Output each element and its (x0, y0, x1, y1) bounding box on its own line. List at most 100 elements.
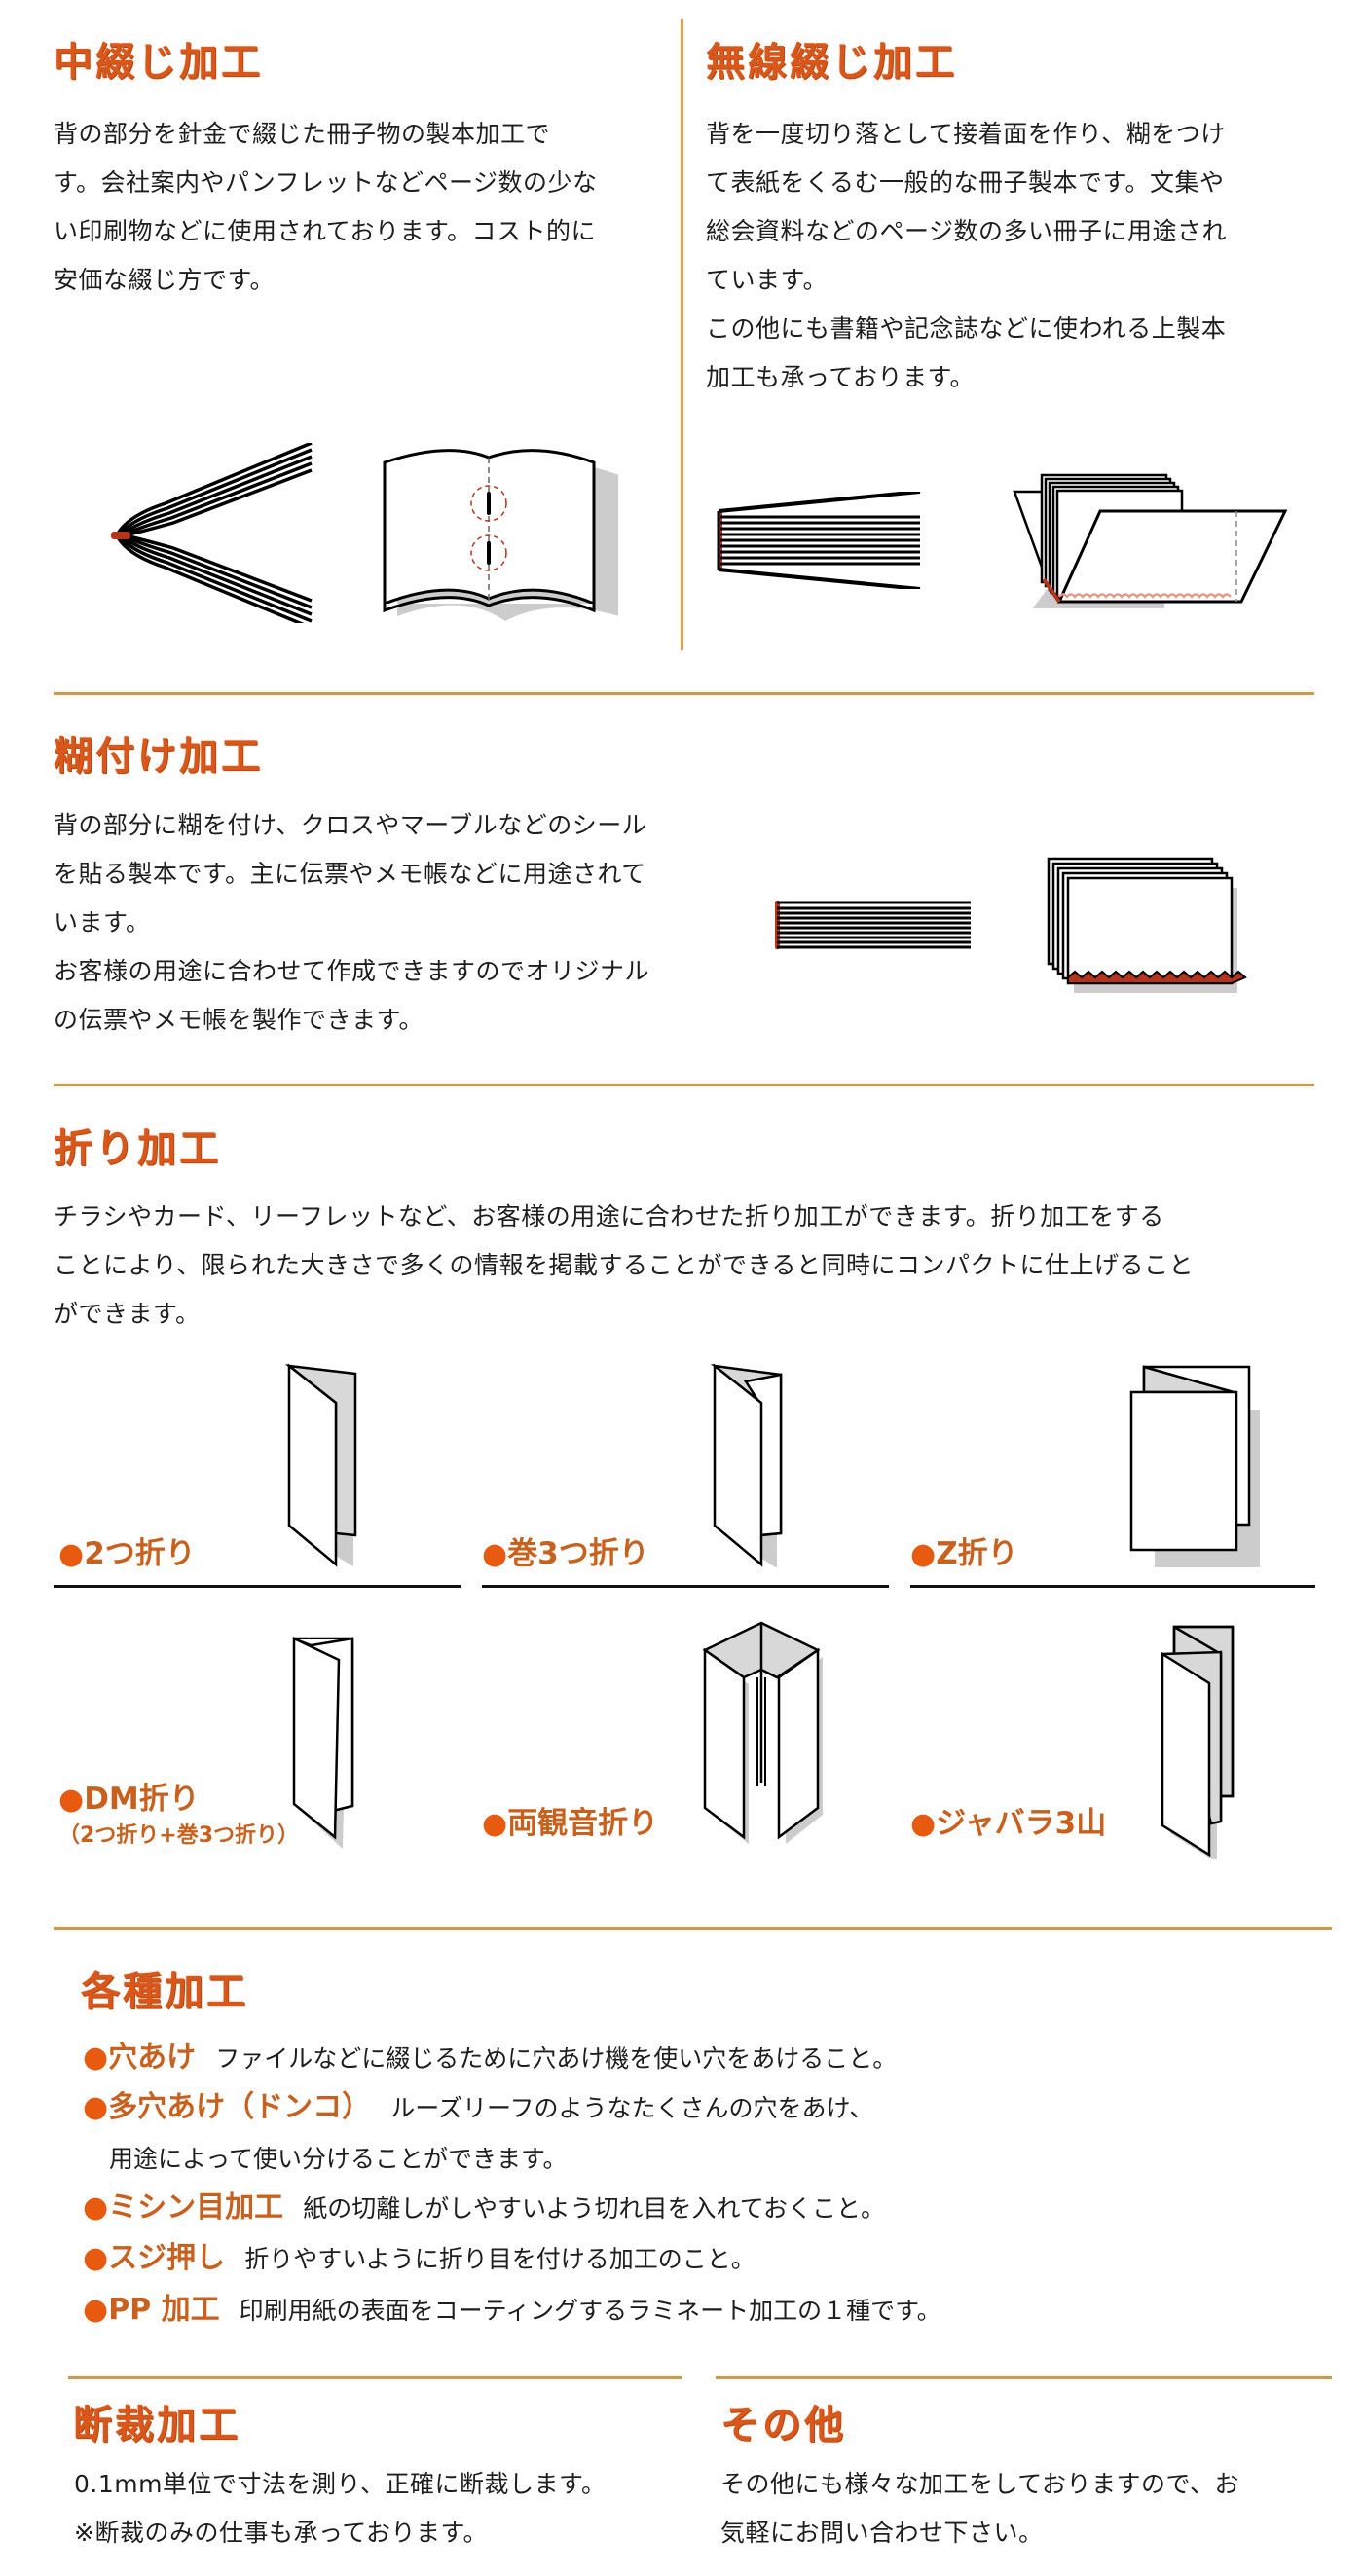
nakatoji-description: 背の部分を針金で綴じた冊子物の製本加工で す。会社案内やパンフレットなどページ数… (54, 110, 667, 305)
term-text: スジ押し (108, 2241, 226, 2275)
bullet-icon: ● (83, 2293, 109, 2327)
fold-type-label: ●巻3つ折り (482, 1536, 649, 1572)
text-line: 総会資料などのページ数の多い冊子に用途され (706, 217, 1228, 245)
bullet-icon: ● (58, 1783, 85, 1817)
process-desc: 折りやすいように折り目を付ける加工のこと。 (244, 2245, 756, 2273)
bullet-icon: ● (83, 2190, 109, 2225)
fold-row-rule (910, 1585, 1315, 1588)
dansai-description: 0.1mm単位で寸法を測り、正確に断裁します。 ※断裁のみの仕事も承っております… (74, 2460, 678, 2558)
process-term: ●穴あけ (83, 2041, 196, 2075)
fold-type-label: ●両観音折り (482, 1806, 658, 1842)
perfect-binding-side-icon (717, 492, 921, 589)
text-line: ができます。 (54, 1300, 201, 1328)
bullet-icon: ● (83, 2241, 109, 2275)
fold-type-name: 両観音折り (507, 1806, 659, 1841)
fold-row-rule (482, 1585, 889, 1588)
section-divider (54, 1927, 1332, 1930)
text-line: 気軽にお問い合わせ下さい。 (720, 2519, 1044, 2547)
text-line: ※断裁のみの仕事も承っております。 (74, 2519, 488, 2547)
heading-nakatoji: 中綴じ加工 (54, 40, 263, 85)
bullet-icon: ● (58, 1537, 85, 1571)
musen-description: 背を一度切り落として接着面を作り、糊をつけ て表紙をくるむ一般的な冊子製本です。… (706, 110, 1339, 402)
gate-fold-icon (702, 1621, 823, 1844)
term-text: PP 加工 (108, 2293, 220, 2327)
heading-sonota: その他 (720, 2403, 846, 2447)
text-line: 背の部分に糊を付け、クロスやマーブルなどのシール (54, 811, 647, 839)
text-line: ことにより、限られた大きさで多くの情報を掲載することができると同時にコンパクトに… (54, 1251, 1195, 1279)
padding-side-icon (775, 901, 971, 949)
fold-type-label: ●Z折り (910, 1536, 1018, 1572)
bullet-icon: ● (83, 2090, 109, 2124)
ori-description: チラシやカード、リーフレットなど、お客様の用途に合わせた折り加工ができます。折り… (54, 1193, 1319, 1339)
memo-pad-stack-icon (1047, 857, 1247, 993)
bullet-icon: ● (83, 2041, 109, 2075)
heading-musen: 無線綴じ加工 (706, 40, 957, 85)
process-item: ●穴あけファイルなどに綴じるために穴あけ機を使い穴をあけること。 (83, 2041, 897, 2077)
sonota-description: その他にも様々な加工をしておりますので、お 気軽にお問い合わせ下さい。 (720, 2460, 1324, 2558)
bullet-icon: ● (482, 1537, 508, 1571)
perfect-binding-book-icon (1013, 473, 1288, 608)
heading-dansai: 断裁加工 (73, 2403, 240, 2447)
text-line: います。 (54, 908, 151, 937)
accordion-fold-icon (1161, 1625, 1235, 1859)
text-line: 安価な綴じ方です。 (54, 266, 276, 294)
text-line: 背の部分を針金で綴じた冊子物の製本加工で (54, 120, 551, 148)
text-line: の伝票やメモ帳を製作できます。 (54, 1006, 424, 1034)
fold-type-name: 巻3つ折り (507, 1536, 649, 1571)
heading-ori: 折り加工 (54, 1126, 221, 1171)
open-book-staples-icon (383, 449, 618, 621)
text-line: ています。 (706, 266, 829, 294)
text-line: 背を一度切り落として接着面を作り、糊をつけ (706, 120, 1226, 148)
z-fold-icon (1129, 1365, 1260, 1567)
bullet-icon: ● (482, 1807, 508, 1841)
vertical-divider (681, 19, 683, 650)
fold-type-label: ●DM折り (58, 1782, 200, 1818)
section-divider (68, 2376, 682, 2379)
norizuke-description: 背の部分に糊を付け、クロスやマーブルなどのシール を貼る製本です。主に伝票やメモ… (54, 801, 755, 1045)
text-line: お客様の用途に合わせて作成できますのでオリジナル (54, 957, 650, 985)
fold-type-name: 2つ折り (84, 1536, 196, 1571)
process-item: ●ミシン目加工紙の切離しがしやすいよう切れ目を入れておくこと。 (83, 2190, 885, 2226)
fold-type-name: Z折り (936, 1536, 1018, 1571)
text-line: い印刷物などに使用されております。コスト的に (54, 217, 597, 245)
text-line: チラシやカード、リーフレットなど、お客様の用途に合わせた折り加工ができます。折り… (54, 1202, 1164, 1231)
roll-fold-icon (710, 1363, 783, 1567)
fold-type-name: DM折り (84, 1782, 200, 1817)
fold-type-label: ●2つ折り (58, 1536, 196, 1572)
bullet-icon: ● (910, 1807, 937, 1841)
saddle-stitch-side-icon (111, 443, 313, 623)
bifold-icon (284, 1363, 357, 1567)
process-desc-continued: 用途によって使い分けることができます。 (109, 2145, 568, 2173)
text-line: 加工も承っております。 (706, 363, 976, 391)
text-line: この他にも書籍や記念誌などに使われる上製本 (706, 314, 1227, 343)
text-line: す。会社案内やパンフレットなどページ数の少な (54, 168, 598, 197)
process-desc: ファイルなどに綴じるために穴あけ機を使い穴をあけること。 (215, 2044, 898, 2073)
bullet-icon: ● (910, 1537, 937, 1571)
process-term: ●ミシン目加工 (83, 2190, 283, 2225)
text-line: を貼る製本です。主に伝票やメモ帳などに用途されて (54, 860, 646, 888)
heading-kakushu: 各種加工 (81, 1969, 248, 2014)
process-term: ●スジ押し (83, 2241, 225, 2275)
process-desc: 紙の切離しがしやすいよう切れ目を入れておくこと。 (303, 2194, 885, 2223)
text-line: て表紙をくるむ一般的な冊子製本です。文集や (706, 168, 1225, 197)
process-desc: ルーズリーフのようなたくさんの穴をあけ、 (390, 2094, 874, 2122)
dm-fold-icon (292, 1637, 354, 1849)
term-text: ミシン目加工 (108, 2190, 284, 2225)
fold-type-name: ジャバラ3山 (936, 1806, 1107, 1841)
section-divider (54, 1084, 1314, 1086)
process-item: ●PP 加工印刷用紙の表面をコーティングするラミネート加工の１種です。 (83, 2293, 941, 2329)
section-divider (716, 2376, 1332, 2379)
process-item: ●スジ押し折りやすいように折り目を付ける加工のこと。 (83, 2241, 756, 2277)
text-line: その他にも様々な加工をしておりますので、お (720, 2470, 1240, 2498)
process-desc: 印刷用紙の表面をコーティングするラミネート加工の１種です。 (239, 2297, 941, 2325)
text-line: 0.1mm単位で寸法を測り、正確に断裁します。 (74, 2470, 607, 2498)
process-term: ●PP 加工 (83, 2293, 220, 2327)
process-item: ●多穴あけ（ドンコ） ルーズリーフのようなたくさんの穴をあけ、 (83, 2090, 873, 2126)
process-term: ●多穴あけ（ドンコ） (83, 2090, 371, 2124)
heading-norizuke: 糊付け加工 (54, 734, 263, 779)
fold-row-rule (54, 1585, 461, 1588)
fold-type-label: ●ジャバラ3山 (910, 1806, 1106, 1842)
fold-type-sublabel: （2つ折り+巻3つ折り） (58, 1823, 300, 1848)
section-divider (54, 692, 1314, 695)
term-text: 穴あけ (108, 2041, 197, 2075)
